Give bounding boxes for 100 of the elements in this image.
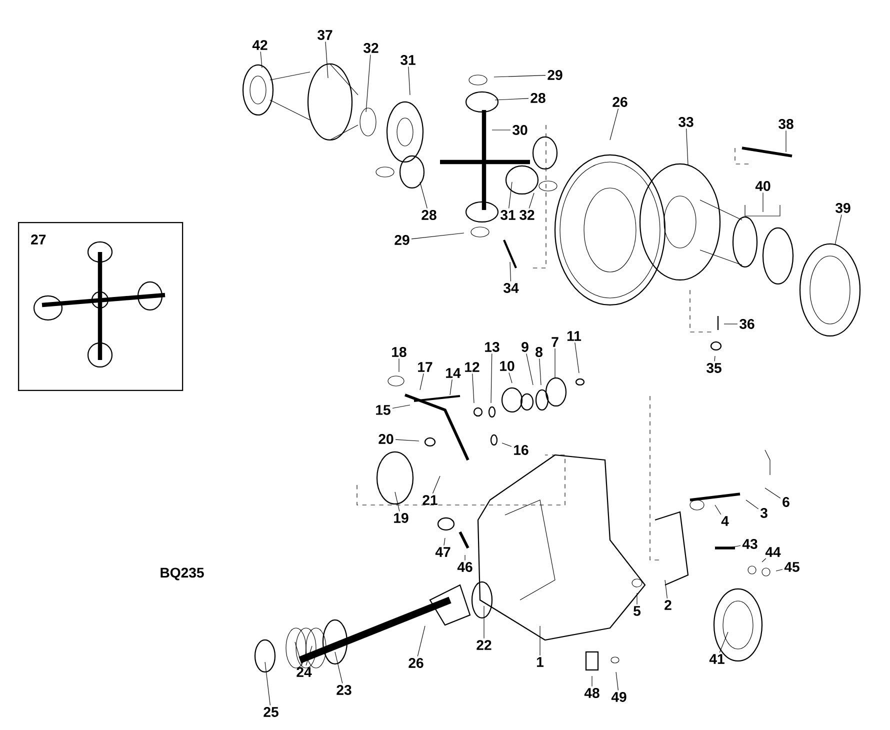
leader-line: [264, 662, 270, 706]
callout-number: 21: [422, 495, 438, 505]
leader-line: [746, 500, 759, 510]
callout-number: 12: [465, 362, 480, 372]
leader-line: [432, 476, 440, 494]
leader-line: [366, 54, 371, 112]
leader-line: [714, 356, 716, 362]
callout-number: 31: [500, 210, 516, 220]
leader-line: [502, 442, 512, 447]
callout-number: 4: [721, 516, 729, 526]
leader-line: [490, 353, 492, 404]
leader-line: [417, 626, 426, 657]
leader-line: [539, 358, 542, 386]
callout-number: 35: [706, 363, 722, 373]
leader-line: [726, 545, 741, 548]
callout-number: 37: [318, 30, 332, 40]
callout-number: 11: [567, 331, 582, 341]
callout-number: 19: [394, 513, 408, 523]
leader-line: [719, 632, 728, 653]
callout-number: 38: [778, 119, 794, 129]
callout-number: 25: [264, 707, 278, 717]
leader-line: [411, 232, 464, 240]
callout-number: 9: [522, 342, 528, 352]
callout-number: 42: [252, 40, 268, 50]
callout-number: 28: [422, 210, 436, 220]
leader-line: [294, 642, 302, 666]
callout-number: 49: [611, 692, 626, 702]
leader-line: [610, 108, 619, 140]
callout-number: 31: [400, 55, 416, 65]
leader-line: [508, 372, 512, 384]
leader-line: [325, 41, 328, 78]
leader-line: [494, 75, 546, 78]
leader-line: [444, 538, 446, 546]
callout-number: 40: [755, 181, 770, 191]
leader-line: [464, 554, 466, 561]
leader-line: [574, 342, 580, 374]
callout-number: 8: [536, 347, 542, 357]
callout-number: 26: [408, 658, 424, 668]
callout-number: 13: [485, 342, 500, 352]
callout-number: 45: [784, 562, 800, 572]
callout-number: 22: [476, 640, 492, 650]
callout-number: 15: [376, 405, 390, 415]
leader-line: [686, 128, 688, 166]
leader-line: [334, 652, 343, 684]
leader-line: [508, 182, 512, 209]
leader-line: [764, 488, 781, 499]
inset-box: 27: [18, 222, 184, 391]
leader-line: [664, 580, 668, 599]
callout-number: 48: [584, 688, 600, 698]
leader-line: [420, 373, 424, 390]
callout-number: 32: [364, 43, 378, 53]
leader-line: [408, 66, 410, 96]
callout-number: 17: [418, 362, 432, 372]
part-code: BQ235: [160, 568, 204, 580]
leader-line: [420, 182, 428, 209]
callout-number: 16: [514, 445, 528, 455]
callout-number: 46: [457, 562, 472, 572]
callout-number: 2: [664, 600, 672, 610]
leader-line: [306, 646, 312, 666]
leader-line: [392, 404, 410, 409]
leader-line: [528, 192, 534, 209]
callout-number: 43: [742, 539, 758, 549]
leader-line: [472, 373, 474, 404]
leader-line: [526, 353, 534, 386]
callout-number: 32: [520, 210, 534, 220]
leader-line: [398, 358, 400, 372]
callout-number: 23: [336, 685, 352, 695]
leader-line: [636, 592, 638, 605]
leader-line: [762, 558, 766, 562]
leader-line: [494, 98, 529, 100]
leader-line: [260, 51, 262, 68]
callout-number: 6: [782, 497, 790, 507]
callout-number: 33: [678, 117, 694, 127]
leader-line: [450, 379, 452, 396]
callout-number: 41: [709, 654, 724, 664]
leader-line: [510, 262, 512, 282]
callout-number: 34: [504, 283, 519, 293]
callout-number: 7: [552, 337, 558, 347]
leader-line: [616, 672, 618, 691]
callout-number: 29: [548, 70, 562, 80]
callout-number: 5: [634, 606, 641, 616]
leader-line: [762, 192, 764, 212]
callout-number: 20: [378, 434, 394, 444]
callout-number: 1: [536, 657, 544, 667]
callout-number: 44: [765, 547, 781, 557]
leader-line: [394, 492, 400, 512]
callout-number: 36: [740, 319, 754, 329]
callout-number: 29: [394, 235, 410, 245]
callout-number: 28: [530, 93, 546, 103]
leader-line: [395, 439, 420, 442]
leader-line: [714, 504, 722, 515]
leader-line: [776, 569, 783, 572]
callout-number: 14: [446, 368, 461, 378]
callout-number: 26: [612, 97, 628, 107]
callout-number: 47: [435, 547, 450, 557]
callout-number: 18: [392, 347, 406, 357]
callout-number: 10: [500, 361, 514, 371]
leader-line: [834, 214, 842, 246]
callout-number: 30: [512, 125, 528, 135]
callout-number: 3: [760, 508, 768, 518]
